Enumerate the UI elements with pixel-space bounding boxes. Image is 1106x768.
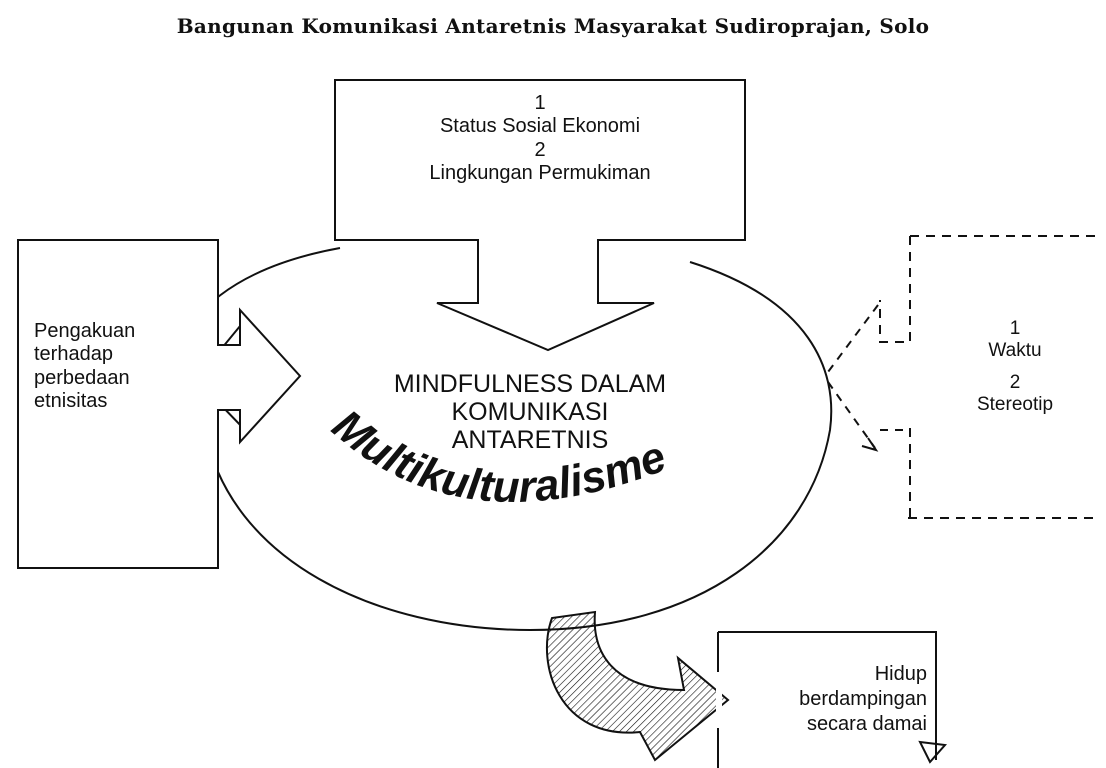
outcome-line2: berdampingan: [799, 688, 927, 710]
diagram-title: Bangunan Komunikasi Antaretnis Masyaraka…: [176, 14, 930, 38]
dashed-arrow-head: [861, 437, 879, 452]
right-box-num2: 2: [1009, 371, 1021, 393]
left-box-line1: Pengakuan: [34, 320, 136, 342]
outcome-box-curl: [918, 740, 948, 764]
top-box-num1: 1: [534, 92, 546, 114]
dashed-arrow-down: [827, 381, 876, 449]
right-box-item1: Waktu: [988, 339, 1042, 361]
left-box-line3: perbedaan: [34, 366, 130, 389]
outcome-line3: secara damai: [806, 713, 927, 735]
outcome-line1: Hidup: [874, 663, 927, 685]
top-box-text: 1 Status Sosial Ekonomi 2 Lingkungan Per…: [360, 92, 720, 186]
top-box-line2: Lingkungan Permukiman: [429, 162, 651, 185]
right-box-item2: Stereotip: [976, 393, 1054, 415]
curved-outcome-arrow: [545, 610, 730, 762]
outcome-text: Hidup berdampingan secara damai: [740, 662, 927, 737]
center-text: MINDFULNESS DALAM KOMUNIKASI ANTARETNIS: [320, 370, 740, 454]
left-box-line2: terhadap: [34, 343, 113, 366]
left-box-line4: etnisitas: [34, 390, 108, 413]
left-box-text: Pengakuan terhadap perbedaan etnisitas: [34, 320, 184, 414]
top-box-line1: Status Sosial Ekonomi: [439, 115, 641, 138]
center-line2: KOMUNIKASI: [451, 398, 609, 426]
top-box-num2: 2: [534, 138, 546, 161]
center-line1: MINDFULNESS DALAM: [393, 370, 667, 398]
multikulturalisme-text: Multikulturalisme: [323, 400, 672, 512]
right-inhibitor-box: [879, 235, 1100, 519]
center-line3: ANTARETNIS: [451, 426, 609, 454]
left-factor-box: [17, 239, 302, 569]
right-box-num1: 1: [1009, 318, 1021, 339]
top-factor-box: [334, 79, 746, 352]
right-box-text: 1 Waktu 2 Stereotip: [960, 318, 1070, 415]
